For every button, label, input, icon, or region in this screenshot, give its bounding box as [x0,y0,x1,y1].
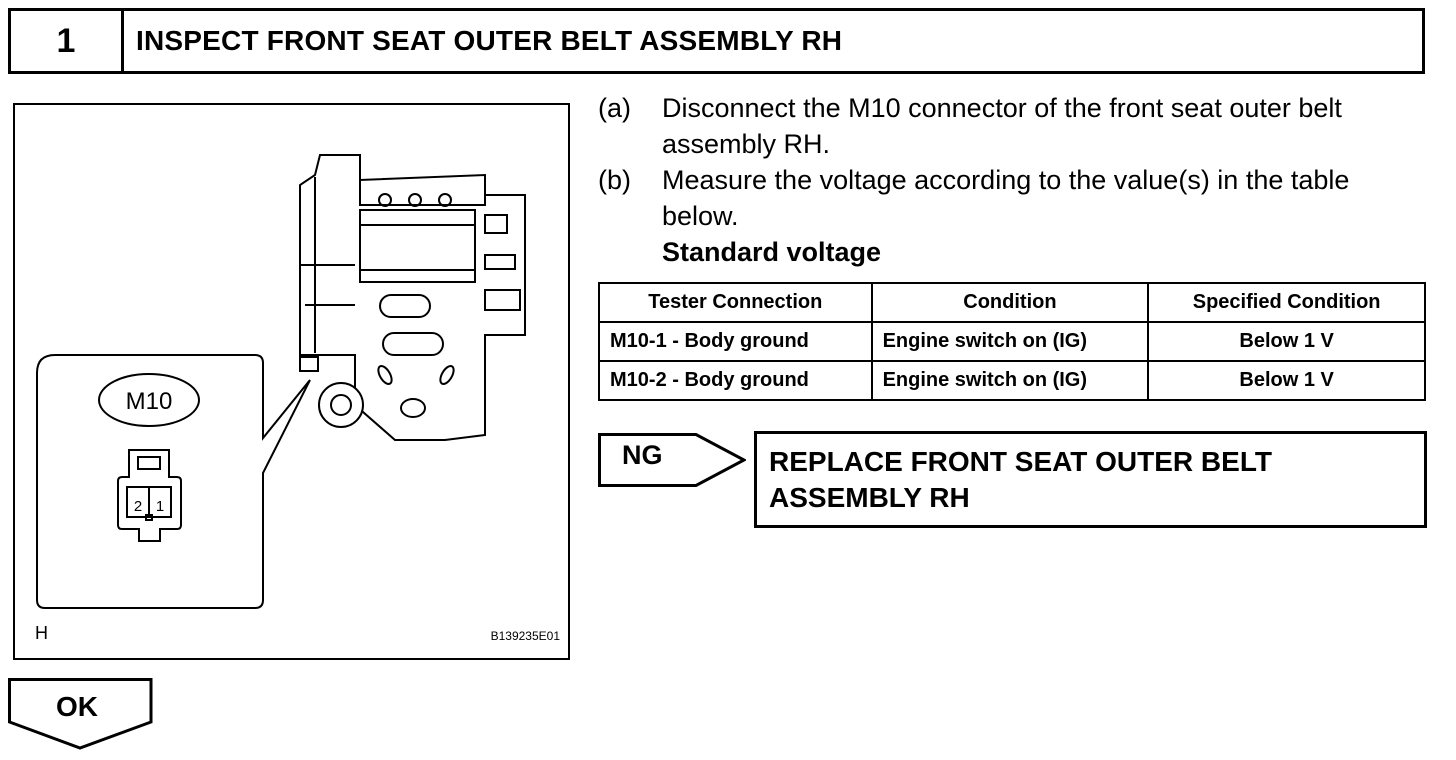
instruction-mark: (b) [598,165,631,195]
ng-arrow-shape [598,433,746,487]
table-cell: Engine switch on (IG) [870,360,1150,401]
figure-corner-label: H [35,623,48,643]
instruction-mark: (a) [598,93,631,123]
connector-illustration: M10 2 1 H B139235E01 [13,103,570,660]
step-number: 1 [11,11,124,71]
column-header: Tester Connection [598,282,873,323]
instruction-text: Disconnect the M10 connector of the fron… [662,93,1342,159]
table-cell: Engine switch on (IG) [870,321,1150,362]
table-row: M10-1 - Body ground Engine switch on (IG… [598,321,1426,362]
step-header: 1 INSPECT FRONT SEAT OUTER BELT ASSEMBLY… [8,8,1425,74]
instruction-item-a: (a) Disconnect the M10 connector of the … [598,90,1428,162]
instruction-item-b: (b) Measure the voltage according to the… [598,162,1428,234]
belt-assembly-drawing: M10 2 1 [36,154,526,609]
standard-voltage-table: Tester Connection Condition Specified Co… [598,282,1426,401]
instruction-text: Measure the voltage according to the val… [662,165,1350,231]
ok-label: OK [56,691,98,722]
column-header: Condition [870,282,1150,323]
step-title: INSPECT FRONT SEAT OUTER BELT ASSEMBLY R… [136,25,843,56]
standard-voltage-heading: Standard voltage [662,237,882,267]
column-header: Specified Condition [1147,282,1426,323]
table-row: M10-2 - Body ground Engine switch on (IG… [598,360,1426,401]
table-cell: Below 1 V [1147,321,1426,362]
connector-name-label: M10 [126,388,173,415]
table-cell: M10-1 - Body ground [598,321,873,362]
table-cell: M10-2 - Body ground [598,360,873,401]
pin-2-label: 2 [134,498,142,515]
figure-code: B139235E01 [490,629,560,643]
table-cell: Below 1 V [1147,360,1426,401]
table-header-row: Tester Connection Condition Specified Co… [598,282,1426,323]
ng-action-box: REPLACE FRONT SEAT OUTER BELT ASSEMBLY R… [754,431,1427,528]
instructions: (a) Disconnect the M10 connector of the … [598,90,1428,270]
ok-arrow-shape [8,678,153,750]
connector-face [117,449,182,542]
ng-label: NG [622,440,663,470]
pin-1-label: 1 [156,498,164,515]
